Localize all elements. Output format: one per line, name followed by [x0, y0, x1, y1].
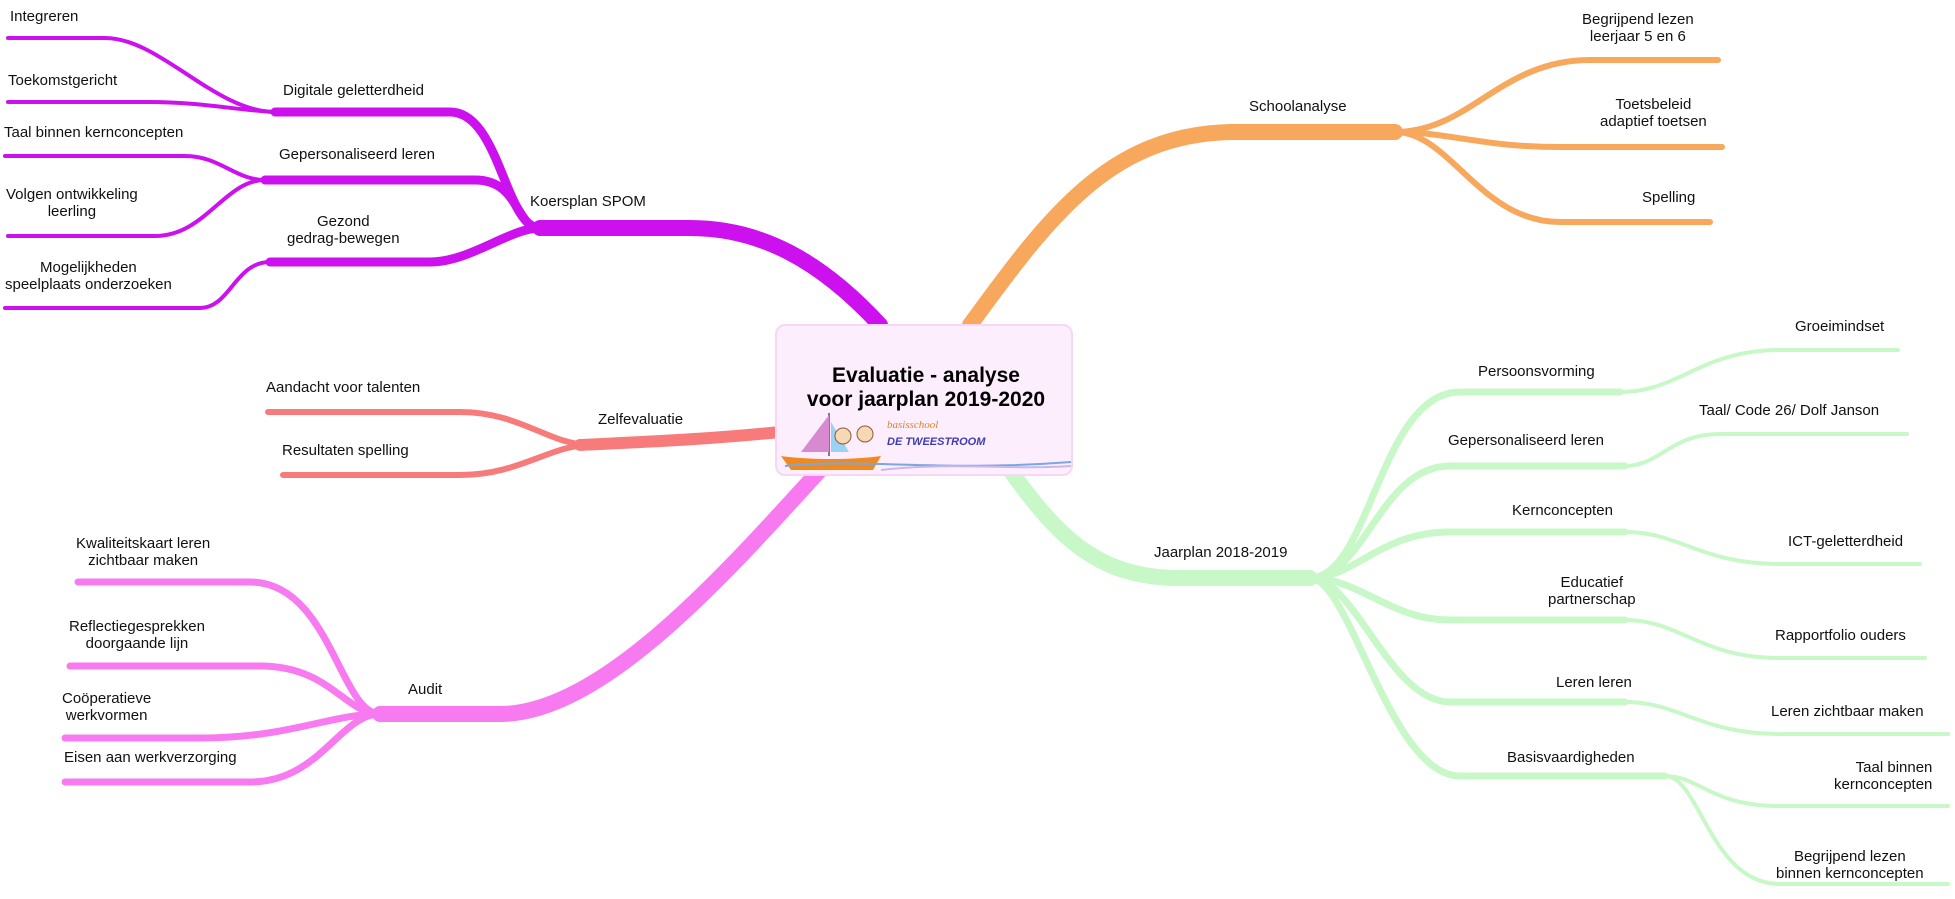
logo-text-small: basisschool — [887, 419, 938, 431]
leaf-line-toekomstgericht — [6, 100, 277, 114]
leaf-integreren[interactable]: Integreren — [10, 8, 79, 25]
branch-label-zelfevaluatie[interactable]: Zelfevaluatie — [598, 411, 684, 428]
leaf-line-taal-binnen-j — [1663, 774, 1950, 808]
school-logo: basisschool DE TWEESTROOM — [781, 413, 1071, 471]
central-topic-title: Evaluatie - analyse voor jaarplan 2019-2… — [806, 364, 1046, 411]
leaf-eisen-aan-werkverzorging[interactable]: Eisen aan werkverzorging — [64, 749, 237, 766]
branch-line-audit — [372, 462, 828, 722]
leaf-begrijpend-lezen[interactable]: Begrijpend lezen leerjaar 5 en 6 — [1582, 11, 1694, 45]
leaf-groeimindset[interactable]: Groeimindset — [1795, 318, 1885, 335]
leaf-taal-code-26[interactable]: Taal/ Code 26/ Dolf Janson — [1699, 402, 1880, 419]
leaf-line-taal-code — [1623, 432, 1909, 468]
node-persoonsvorming[interactable]: Persoonsvorming — [1478, 363, 1595, 380]
leaf-line-ict — [1623, 530, 1922, 566]
leaf-toetsbeleid[interactable]: Toetsbeleid adaptief toetsen — [1600, 96, 1707, 130]
branch-line-digitale — [270, 107, 545, 233]
central-topic-card[interactable]: Evaluatie - analyse voor jaarplan 2019-2… — [775, 324, 1073, 476]
leaf-line-groeimindset — [1618, 348, 1900, 394]
leaf-line-rapportfolio — [1623, 618, 1927, 660]
node-gepersonaliseerd-leren[interactable]: Gepersonaliseerd leren — [279, 146, 435, 163]
leaf-line-aandacht — [265, 409, 593, 448]
branch-line-educatief — [1306, 574, 1629, 624]
leaf-volgen-ontwikkeling[interactable]: Volgen ontwikkeling leerling — [6, 186, 138, 220]
leaf-cooperatieve-werkvormen[interactable]: Coöperatieve werkvormen — [62, 690, 152, 724]
leaf-line-begrijpend-binnen — [1663, 774, 1950, 886]
leaf-line-volgen — [6, 178, 267, 238]
node-gezond-gedrag[interactable]: Gezond gedrag-bewegen — [287, 213, 400, 247]
branch-line-schoolanalyse — [962, 124, 1403, 333]
branch-label-koersplan[interactable]: Koersplan SPOM — [530, 193, 646, 210]
branch-label-schoolanalyse[interactable]: Schoolanalyse — [1249, 98, 1347, 115]
leaf-rapportfolio-ouders[interactable]: Rapportfolio ouders — [1775, 627, 1906, 644]
leaf-toekomstgericht[interactable]: Toekomstgericht — [8, 72, 118, 89]
leaf-ict-geletterdheid[interactable]: ICT-geletterdheid — [1788, 533, 1904, 550]
leaf-kwaliteitskaart[interactable]: Kwaliteitskaart leren zichtbaar maken — [76, 535, 211, 569]
leaf-line-cooperatieve — [61, 710, 384, 742]
branch-line-jaarplan — [1002, 462, 1318, 586]
leaf-taal-binnen-kernconcepten-jaarplan[interactable]: Taal binnen kernconcepten — [1834, 759, 1933, 793]
leaf-line-resultaten — [280, 442, 593, 478]
branch-line-leren — [1306, 574, 1629, 706]
leaf-line-leren-zichtbaar — [1623, 700, 1950, 736]
leaf-line-spelling — [1392, 129, 1713, 225]
leaf-aandacht-voor-talenten[interactable]: Aandacht voor talenten — [266, 379, 421, 396]
leaf-begrijpend-lezen-binnen[interactable]: Begrijpend lezen binnen kernconcepten — [1776, 848, 1924, 882]
branch-line-basis — [1306, 574, 1669, 780]
node-digitale-geletterdheid[interactable]: Digitale geletterdheid — [283, 82, 424, 99]
branch-line-zelfevaluatie — [574, 426, 786, 451]
branch-line-gezond — [265, 223, 545, 267]
leaf-line-taal-binnen — [3, 154, 267, 182]
node-kernconcepten[interactable]: Kernconcepten — [1512, 502, 1613, 519]
leaf-leren-zichtbaar-maken[interactable]: Leren zichtbaar maken — [1771, 703, 1924, 720]
node-basisvaardigheden[interactable]: Basisvaardigheden — [1507, 749, 1635, 766]
leaf-mogelijkheden[interactable]: Mogelijkheden speelplaats onderzoeken — [5, 259, 172, 293]
node-gepersonaliseerd-leren-jaarplan[interactable]: Gepersonaliseerd leren — [1448, 432, 1604, 449]
branch-label-audit[interactable]: Audit — [408, 681, 443, 698]
leaf-line-toetsbeleid — [1392, 129, 1725, 150]
leaf-resultaten-spelling[interactable]: Resultaten spelling — [282, 442, 409, 459]
leaf-taal-binnen-kernconcepten[interactable]: Taal binnen kernconcepten — [4, 124, 184, 141]
leaf-line-begrijpend — [1392, 57, 1721, 135]
node-educatief-partnerschap[interactable]: Educatief partnerschap — [1548, 574, 1636, 608]
branch-line-kernconcepten — [1306, 528, 1629, 582]
leaf-line-eisen — [61, 710, 384, 786]
leaf-spelling[interactable]: Spelling — [1642, 189, 1696, 206]
node-leren-leren[interactable]: Leren leren — [1556, 674, 1632, 691]
branch-line-koersplan — [532, 220, 888, 333]
leaf-reflectiegesprekken[interactable]: Reflectiegesprekken doorgaande lijn — [69, 618, 205, 652]
logo-text-large: DE TWEESTROOM — [887, 436, 986, 448]
leaf-line-mogelijkheden — [3, 260, 272, 310]
branch-label-jaarplan[interactable]: Jaarplan 2018-2019 — [1154, 544, 1288, 561]
